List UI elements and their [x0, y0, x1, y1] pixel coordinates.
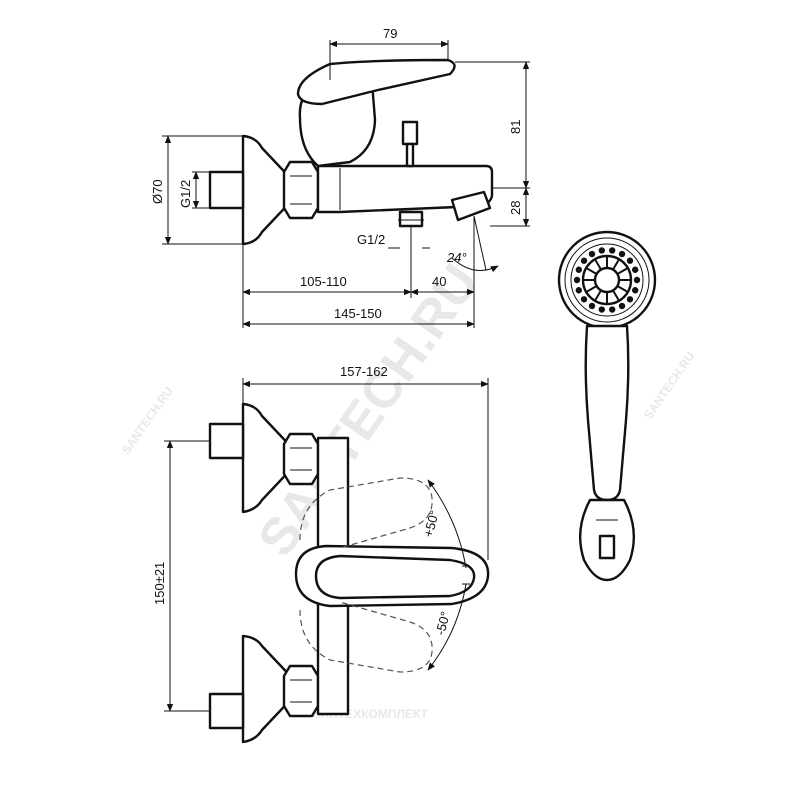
nozzle-dot	[575, 287, 583, 294]
dim-diameter: Ø70	[150, 179, 165, 204]
nozzle-dot	[580, 296, 588, 303]
dim-outlet-to-spout: 40	[432, 274, 446, 289]
nozzle-dot	[609, 247, 616, 254]
nozzle-dot	[598, 247, 605, 254]
nozzle-spoke	[612, 290, 620, 301]
dim-rotation-minus: -50°	[432, 610, 453, 637]
dim-wall-to-spout: 145-150	[334, 306, 382, 321]
nozzle-dot	[618, 250, 626, 258]
side-view: 79 81 28 Ø70 G1/2 G1/2 24° 105-1	[150, 26, 530, 328]
dim-inlet-thread: G1/2	[178, 180, 193, 208]
dim-inlet-spacing: 150±21	[152, 562, 167, 605]
dim-rotation-plus: +50°	[420, 509, 442, 539]
nozzle-spoke	[586, 285, 597, 293]
nozzle-dot	[588, 302, 596, 310]
dim-top-width: 79	[383, 26, 397, 41]
nozzle-dot	[631, 266, 639, 273]
nozzle-dot	[573, 276, 581, 284]
nozzle-dot	[575, 266, 583, 273]
nozzle-dot	[588, 250, 596, 258]
nozzle-dot	[618, 302, 626, 310]
nozzle-spoke	[594, 290, 602, 301]
nozzle-spoke	[617, 267, 628, 275]
nozzle-dot	[626, 296, 634, 303]
dim-wall-to-outlet: 105-110	[300, 274, 347, 289]
hand-shower	[557, 230, 657, 582]
dim-spout-angle: 24°	[446, 250, 467, 265]
nozzle-dot	[631, 287, 639, 294]
nozzle-spoke	[612, 259, 620, 270]
watermark-small-right: SANTECH.RU	[641, 349, 698, 421]
nozzle-dot	[633, 276, 641, 284]
dim-height-lever: 81	[508, 120, 523, 134]
dim-outlet-thread: G1/2	[357, 232, 385, 247]
nozzle-dot	[626, 257, 634, 264]
watermark-small-left: SANTECH.RU	[119, 384, 176, 456]
top-view: +50° -50° 157-162 150±21	[152, 364, 490, 744]
watermark-main: SANTECH.RU	[247, 254, 490, 567]
dim-total-depth: 157-162	[340, 364, 388, 379]
nozzle-dot	[609, 306, 616, 313]
nozzle-spoke	[617, 285, 628, 293]
dim-height-spout: 28	[508, 201, 523, 215]
nozzle-dot	[598, 306, 605, 313]
nozzle-dot	[580, 257, 588, 264]
nozzle-spoke	[586, 267, 597, 275]
nozzle-spoke	[594, 259, 602, 270]
